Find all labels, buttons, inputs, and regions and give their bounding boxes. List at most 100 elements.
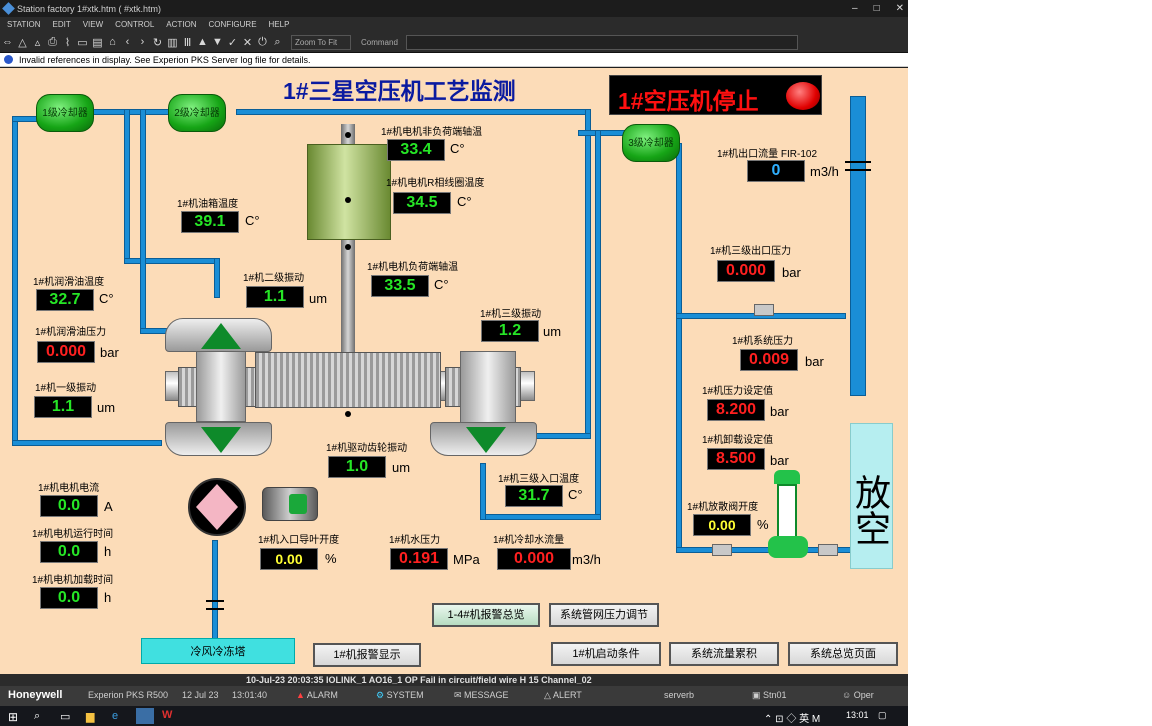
file-explorer-icon[interactable]: ▆ bbox=[86, 711, 95, 723]
zoom-select[interactable]: Zoom To Fit bbox=[291, 34, 351, 50]
stage1-impeller[interactable] bbox=[165, 422, 272, 456]
gearbox[interactable] bbox=[255, 352, 441, 408]
stage2-vib-value[interactable]: 1.1 bbox=[246, 286, 304, 308]
system-overview-button[interactable]: 系统总览页面 bbox=[788, 642, 898, 666]
blowoff-control-valve[interactable] bbox=[768, 470, 808, 564]
inlet-guide-vane-value[interactable]: 0.00 bbox=[260, 548, 318, 570]
message-icon[interactable]: ▤ bbox=[92, 36, 103, 49]
motor-current-value[interactable]: 0.0 bbox=[40, 495, 98, 517]
close-button[interactable]: ✕ bbox=[895, 3, 904, 14]
manual-valve[interactable] bbox=[754, 304, 774, 316]
menu-station[interactable]: STATION bbox=[7, 20, 41, 29]
stage2-impeller-indicator bbox=[201, 323, 241, 349]
system-press-value[interactable]: 0.009 bbox=[740, 349, 798, 371]
menu-edit[interactable]: EDIT bbox=[52, 20, 71, 29]
alarm-overview-button[interactable]: 1-4#机报警总览 bbox=[432, 603, 540, 627]
operator-name[interactable]: ☺ Oper bbox=[842, 690, 874, 700]
stage3-cooler[interactable]: 3级冷却器 bbox=[622, 124, 680, 162]
system-button-label: SYSTEM bbox=[386, 690, 424, 700]
menu-control[interactable]: CONTROL bbox=[115, 20, 155, 29]
menu-view[interactable]: VIEW bbox=[82, 20, 104, 29]
minimize-button[interactable]: – bbox=[852, 3, 858, 14]
search-taskbar-icon[interactable]: ⌕ bbox=[34, 710, 41, 722]
lube-oil-temp-value[interactable]: 32.7 bbox=[36, 289, 94, 311]
motor-winding-value[interactable]: 34.5 bbox=[393, 192, 451, 214]
connect-icon[interactable]: ⇔ bbox=[2, 36, 13, 48]
browser-icon[interactable]: e bbox=[112, 710, 119, 722]
back-icon[interactable]: ‹ bbox=[125, 36, 130, 48]
press-setpoint-value[interactable]: 8.200 bbox=[707, 399, 765, 421]
menu-help[interactable]: HELP bbox=[268, 20, 290, 29]
command-input[interactable] bbox=[405, 34, 798, 50]
actuator-motor[interactable] bbox=[262, 487, 318, 521]
percent-unit: % bbox=[325, 551, 337, 566]
start-icon[interactable]: ⊞ bbox=[8, 710, 19, 724]
search-icon[interactable]: ⌕ bbox=[274, 35, 281, 48]
stage3-inlet-temp-value[interactable]: 31.7 bbox=[505, 485, 563, 507]
maximize-button[interactable]: □ bbox=[873, 3, 880, 14]
system-button[interactable]: ⚙ SYSTEM bbox=[376, 690, 424, 700]
motor-load-time-value[interactable]: 0.0 bbox=[40, 587, 98, 609]
unload-setpoint-value[interactable]: 8.500 bbox=[707, 448, 765, 470]
check-icon[interactable]: ✓ bbox=[227, 36, 238, 49]
stage3-vib-value[interactable]: 1.2 bbox=[481, 320, 539, 342]
lower-icon[interactable]: ▼ bbox=[212, 36, 223, 48]
experion-taskbar-icon[interactable] bbox=[136, 708, 154, 724]
bar-unit: bar bbox=[805, 354, 824, 369]
motor-nde-bearing-value[interactable]: 33.4 bbox=[387, 139, 445, 161]
trend-icon[interactable]: ⌇ bbox=[64, 36, 71, 49]
task-view-icon[interactable]: ▭ bbox=[60, 711, 71, 723]
manual-valve[interactable] bbox=[818, 544, 838, 556]
alarm-summary-icon[interactable]: ▵ bbox=[34, 36, 41, 49]
inlet-guide-vane-valve[interactable] bbox=[188, 478, 246, 536]
drive-gear-vib-value[interactable]: 1.0 bbox=[328, 456, 386, 478]
stage3-impeller[interactable] bbox=[430, 422, 537, 456]
water-press-value[interactable]: 0.191 bbox=[390, 548, 448, 570]
status-bar: 10-Jul-23 20:03:35 IOLINK_1 AO16_1 OP Fa… bbox=[0, 674, 908, 686]
columns-icon[interactable]: Ⅲ bbox=[183, 36, 192, 49]
acknowledge-icon[interactable]: ⌂ bbox=[109, 36, 116, 48]
manual-valve[interactable] bbox=[712, 544, 732, 556]
menu-configure[interactable]: CONFIGURE bbox=[208, 20, 257, 29]
operator-name-label: Oper bbox=[853, 690, 874, 700]
motor-run-time-value[interactable]: 0.0 bbox=[40, 541, 98, 563]
process-display: 1#三星空压机工艺监测 1#空压机停止 1级冷却器 2级冷却器 3级冷却器 bbox=[0, 68, 908, 674]
unload-setpoint-label: 1#机卸载设定值 bbox=[702, 435, 774, 446]
stage1-cooler[interactable]: 1级冷却器 bbox=[36, 94, 94, 132]
flow-accum-button[interactable]: 系统流量累积 bbox=[669, 642, 779, 666]
lube-oil-press-value[interactable]: 0.000 bbox=[37, 341, 95, 363]
cooling-water-flow-value[interactable]: 0.000 bbox=[497, 548, 571, 570]
alert-button[interactable]: △ ALERT bbox=[544, 690, 582, 700]
oil-tank-temp-value[interactable]: 39.1 bbox=[181, 211, 239, 233]
notification-icon[interactable]: ▢ bbox=[878, 710, 887, 720]
alarm-display-button[interactable]: 1#机报警显示 bbox=[313, 643, 421, 667]
blowoff-valve-label: 1#机放散阀开度 bbox=[687, 502, 759, 513]
stage3-outlet-press-value[interactable]: 0.000 bbox=[717, 260, 775, 282]
raise-icon[interactable]: ▲ bbox=[197, 36, 208, 48]
stage2-impeller[interactable] bbox=[165, 318, 272, 352]
stage1-vib-value[interactable]: 1.1 bbox=[34, 396, 92, 418]
alarm-icon[interactable]: △ bbox=[18, 36, 27, 49]
pipe-pressure-button[interactable]: 系统管网压力调节 bbox=[549, 603, 659, 627]
refresh-icon[interactable]: ↻ bbox=[152, 36, 163, 49]
menu-action[interactable]: ACTION bbox=[166, 20, 197, 29]
message-button[interactable]: ✉ MESSAGE bbox=[454, 690, 509, 700]
motor-de-bearing-value[interactable]: 33.5 bbox=[371, 275, 429, 297]
event-icon[interactable]: ▭ bbox=[77, 36, 88, 49]
cancel-icon[interactable]: ✕ bbox=[242, 36, 253, 49]
forward-icon[interactable]: › bbox=[140, 36, 145, 48]
pipe bbox=[12, 440, 162, 446]
wps-icon[interactable]: W bbox=[162, 709, 173, 721]
stage2-cooler[interactable]: 2级冷却器 bbox=[168, 94, 226, 132]
power-icon[interactable]: ⏻ bbox=[258, 35, 267, 48]
start-conditions-button[interactable]: 1#机启动条件 bbox=[551, 642, 661, 666]
pipe bbox=[140, 109, 146, 334]
cooling-tower[interactable]: 冷风冷冻塔 bbox=[141, 638, 295, 664]
alarm-button[interactable]: ▲ ALARM bbox=[296, 690, 338, 700]
bars-icon[interactable]: ▥ bbox=[167, 36, 178, 49]
print-icon[interactable]: ⎙ bbox=[48, 35, 57, 48]
outlet-flow-value[interactable]: 0 bbox=[747, 160, 805, 182]
vent-stack[interactable]: 放空 bbox=[850, 423, 893, 569]
motor-body[interactable] bbox=[307, 144, 391, 240]
blowoff-valve-value[interactable]: 0.00 bbox=[693, 514, 751, 536]
